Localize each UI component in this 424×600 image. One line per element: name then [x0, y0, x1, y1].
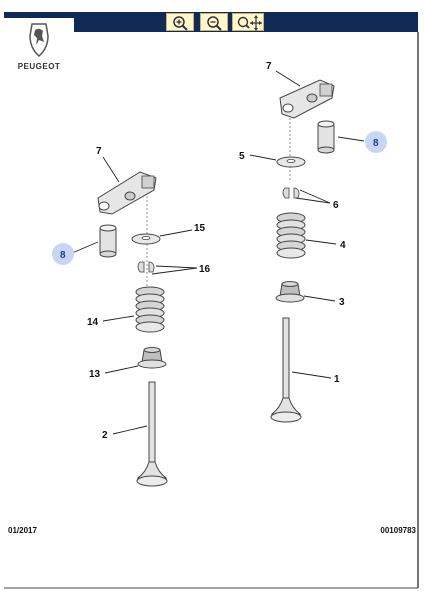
- callout-14[interactable]: 14: [87, 317, 99, 328]
- valve-spring-left: [135, 286, 165, 333]
- zoom-out-icon: [207, 16, 222, 31]
- rocker-arm-right: [279, 79, 335, 119]
- callout-16[interactable]: 16: [199, 264, 211, 275]
- valve-left: [136, 381, 168, 487]
- callout-8-right[interactable]: 8: [373, 138, 379, 149]
- footer-date: 01/2017: [8, 526, 37, 535]
- pan-icon: [237, 15, 262, 31]
- viewer-toolbar: [4, 12, 418, 32]
- callout-7-left[interactable]: 7: [96, 146, 102, 157]
- callout-13[interactable]: 13: [89, 369, 101, 380]
- callout-2[interactable]: 2: [102, 430, 108, 441]
- valve-spring-right: [276, 212, 306, 259]
- callout-4[interactable]: 4: [340, 240, 346, 251]
- callout-5[interactable]: 5: [239, 151, 245, 162]
- brand-name: PEUGEOT: [17, 62, 61, 71]
- spring-seat-right: [276, 156, 306, 168]
- rocker-arm-left: [97, 171, 157, 215]
- callout-3[interactable]: 3: [339, 297, 345, 308]
- collets-left: [137, 261, 155, 273]
- callout-7-right[interactable]: 7: [266, 61, 272, 72]
- peugeot-logo: PEUGEOT: [4, 18, 74, 78]
- valve-right: [270, 317, 302, 423]
- lion-emblem-icon: [29, 23, 49, 58]
- lifter-left: [99, 224, 117, 258]
- lifter-right: [317, 120, 335, 154]
- zoom-out-button[interactable]: [200, 13, 228, 31]
- zoom-in-icon: [173, 16, 188, 31]
- stem-seal-right: [275, 281, 305, 303]
- footer-reference: 00109783: [380, 526, 416, 535]
- pan-button[interactable]: [232, 13, 264, 31]
- callout-highlight-right: [365, 131, 387, 153]
- zoom-in-button[interactable]: [166, 13, 194, 31]
- callout-8-left[interactable]: 8: [60, 250, 66, 261]
- callout-15[interactable]: 15: [194, 223, 206, 234]
- callout-1[interactable]: 1: [334, 374, 340, 385]
- callout-highlight-left: [52, 243, 74, 265]
- stem-seal-left: [137, 347, 167, 369]
- spring-seat-left: [131, 233, 161, 245]
- collets-right: [282, 187, 300, 199]
- callout-6[interactable]: 6: [333, 200, 339, 211]
